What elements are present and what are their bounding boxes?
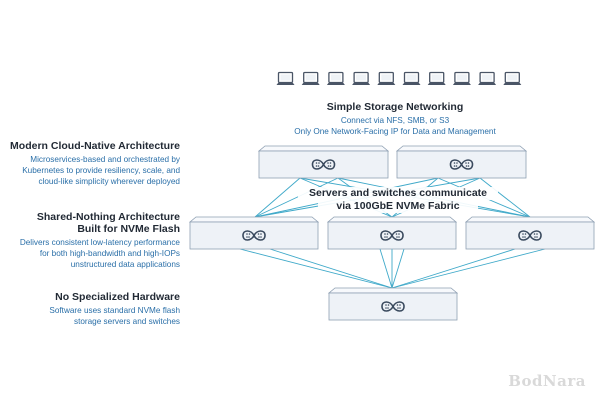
infinity-logo-icon bbox=[449, 159, 474, 170]
section2-desc-1: Delivers consistent low-latency performa… bbox=[19, 238, 180, 247]
section2-desc-2: for both high-bandwidth and high-IOPs bbox=[39, 249, 180, 258]
top-title: Simple Storage Networking bbox=[326, 101, 464, 113]
top-line-2: Only One Network-Facing IP for Data and … bbox=[294, 127, 496, 136]
laptop-icon bbox=[452, 71, 471, 85]
infinity-logo-icon bbox=[518, 230, 542, 241]
section2-title-1: Shared-Nothing Architecture bbox=[36, 211, 180, 223]
top-line-1: Connect via NFS, SMB, or S3 bbox=[340, 116, 450, 125]
laptop-icon bbox=[352, 71, 371, 85]
laptop-icon bbox=[326, 71, 345, 85]
section3-desc-2: storage servers and switches bbox=[73, 317, 180, 326]
storage-server-top-1 bbox=[257, 145, 390, 179]
fabric-link bbox=[379, 248, 393, 289]
section2-title-2: Built for NVMe Flash bbox=[77, 223, 180, 235]
fabric-link bbox=[391, 248, 516, 289]
fabric-link bbox=[239, 248, 393, 289]
laptop-icon bbox=[478, 71, 497, 85]
fabric-link bbox=[391, 248, 405, 289]
storage-server-top-2 bbox=[395, 145, 528, 179]
storage-server-mid-2 bbox=[326, 216, 458, 250]
section1-desc-3: cloud-like simplicity wherever deployed bbox=[38, 177, 180, 186]
watermark-logo: BodNara bbox=[508, 372, 586, 390]
laptop-icon bbox=[276, 71, 295, 85]
section1-desc-1: Microservices-based and orchestrated by bbox=[30, 155, 180, 164]
infinity-logo-icon bbox=[381, 301, 405, 312]
laptop-icon bbox=[301, 71, 320, 85]
storage-server-bottom bbox=[327, 287, 459, 321]
section1-desc-2: Kubernetes to provide resiliency, scale,… bbox=[22, 166, 180, 175]
fabric-label-1: Servers and switches communicate bbox=[298, 187, 498, 200]
fabric-link bbox=[479, 177, 531, 218]
laptop-icon bbox=[377, 71, 396, 85]
section3-desc-1: Software uses standard NVMe flash bbox=[49, 306, 180, 315]
infinity-logo-icon bbox=[380, 230, 404, 241]
storage-server-mid-3 bbox=[464, 216, 596, 250]
fabric-link bbox=[391, 248, 546, 289]
section1-title: Modern Cloud-Native Architecture bbox=[10, 140, 180, 152]
fabric-link bbox=[254, 177, 339, 218]
infinity-logo-icon bbox=[242, 230, 266, 241]
laptop-icon bbox=[402, 71, 421, 85]
laptop-icon bbox=[427, 71, 446, 85]
fabric-link bbox=[254, 177, 301, 218]
section3-title: No Specialized Hardware bbox=[55, 291, 180, 303]
laptop-icon bbox=[503, 71, 522, 85]
section2-desc-3: unstructured data applications bbox=[70, 260, 180, 269]
storage-server-mid-1 bbox=[188, 216, 320, 250]
fabric-link bbox=[269, 248, 393, 289]
infinity-logo-icon bbox=[311, 159, 336, 170]
fabric-label-2: via 100GbE NVMe Fabric bbox=[318, 200, 478, 213]
